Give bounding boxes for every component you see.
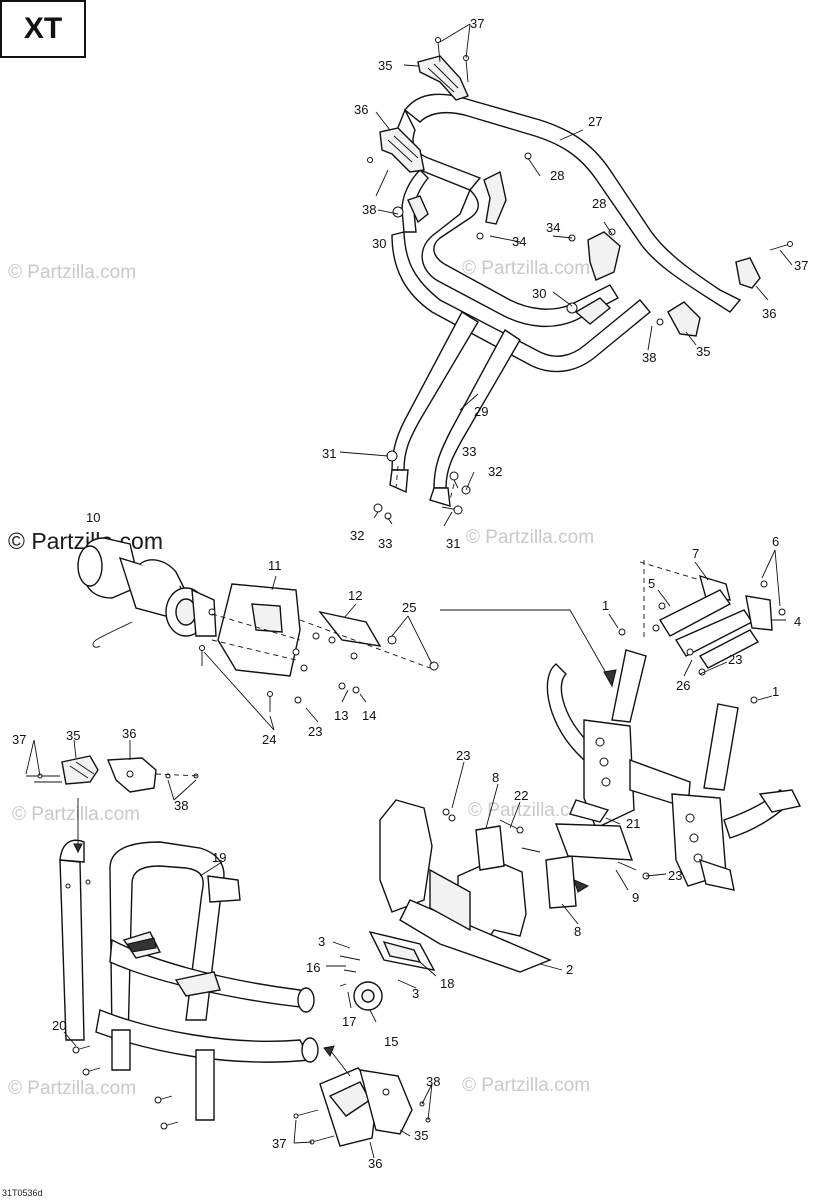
callout: 14: [362, 708, 376, 723]
watermark: © Partzilla.com: [462, 258, 591, 279]
callout: 35: [66, 728, 80, 743]
model-tag: XT: [0, 0, 86, 58]
watermark: © Partzilla.com: [8, 1078, 137, 1099]
arrow-head: [603, 669, 617, 688]
callout: 23: [456, 748, 470, 763]
callout: 5: [648, 576, 655, 591]
winch-plate-11: [211, 583, 301, 677]
hardware-top: [367, 37, 793, 520]
callout: 36: [762, 306, 776, 321]
bolts-20: [72, 1045, 179, 1130]
arrow-line: [440, 609, 611, 681]
bracket-36-top: [379, 127, 425, 173]
bracket-28-34: [407, 170, 621, 325]
callout: 17: [342, 1014, 356, 1029]
callout: 13: [334, 708, 348, 723]
callout: 3: [318, 934, 325, 949]
callout: 31: [322, 446, 336, 461]
callout: 33: [462, 444, 476, 459]
callout: 7: [692, 546, 699, 561]
bracket-35-top: [417, 55, 469, 101]
callout: 18: [440, 976, 454, 991]
callout: 38: [362, 202, 376, 217]
frame-brackets-top: [618, 560, 786, 704]
callout: 36: [122, 726, 136, 741]
callout: 10: [86, 510, 100, 525]
callout: 3: [412, 986, 419, 1001]
callout: 32: [350, 528, 364, 543]
watermark: © Partzilla.com: [462, 1075, 591, 1096]
callout: 30: [532, 286, 546, 301]
callout: 34: [546, 220, 560, 235]
bracket-12: [299, 610, 431, 669]
callout: 33: [378, 536, 392, 551]
callout: 1: [602, 598, 609, 613]
watermark: © Partzilla.com: [12, 804, 141, 825]
callout: 36: [368, 1156, 382, 1171]
callout: 1: [772, 684, 779, 699]
brackets-8-9: [442, 799, 650, 909]
callout: 35: [414, 1128, 428, 1143]
bracket-36-right: [735, 257, 761, 289]
callout: 37: [794, 258, 808, 273]
callout: 29: [474, 404, 488, 419]
callout: 21: [626, 816, 640, 831]
callout: 15: [384, 1034, 398, 1049]
callout: 38: [642, 350, 656, 365]
winch-10: [77, 537, 217, 648]
callout: 6: [772, 534, 779, 549]
callout: 16: [306, 960, 320, 975]
callout: 12: [348, 588, 362, 603]
front-frame: [546, 649, 802, 891]
callout: 25: [402, 600, 416, 615]
hitch-plate-18: [368, 930, 436, 971]
callout: 4: [794, 614, 801, 629]
drawing-ref: 31T0536d: [2, 1188, 43, 1198]
front-bumper-19: [59, 839, 319, 1121]
callout-numbers: 37 35 27 36 28 38 30 34 28 34 37 36 30 3…: [12, 16, 808, 1171]
callout: 24: [262, 732, 276, 747]
callout: 37: [272, 1136, 286, 1151]
callout: 34: [512, 234, 526, 249]
support-tube-29: [389, 311, 521, 507]
callout: 38: [426, 1074, 440, 1089]
callout: 30: [372, 236, 386, 251]
callout: 36: [354, 102, 368, 117]
callout: 20: [52, 1018, 66, 1033]
callout: 2: [566, 962, 573, 977]
skid-plate-2: [379, 799, 552, 973]
callout: 28: [550, 168, 564, 183]
callout: 8: [574, 924, 581, 939]
callout: 8: [492, 770, 499, 785]
callout: 38: [174, 798, 188, 813]
callout: 27: [588, 114, 602, 129]
callout: 35: [378, 58, 392, 73]
callout: 26: [676, 678, 690, 693]
callout: 19: [212, 850, 226, 865]
callout: 23: [668, 868, 682, 883]
callout: 37: [12, 732, 26, 747]
leader-lines: [25, 23, 793, 1159]
watermark: © Partzilla.com: [8, 262, 137, 283]
hook-15: [339, 955, 383, 1011]
callout: 11: [268, 558, 282, 573]
callout: 22: [514, 788, 528, 803]
watermark: © Partzilla.com: [468, 800, 597, 821]
brackets-35-36-bottom: [293, 1045, 431, 1147]
callout: 31: [446, 536, 460, 551]
bracket-35-right: [667, 301, 701, 337]
callout: 23: [308, 724, 322, 739]
brackets-35-36-left: [26, 755, 201, 854]
callout: 23: [728, 652, 742, 667]
callout: 28: [592, 196, 606, 211]
callout: 9: [632, 890, 639, 905]
watermark: © Partzilla.com: [466, 527, 595, 548]
callout: 35: [696, 344, 710, 359]
callout: 32: [488, 464, 502, 479]
callout: 37: [470, 16, 484, 31]
